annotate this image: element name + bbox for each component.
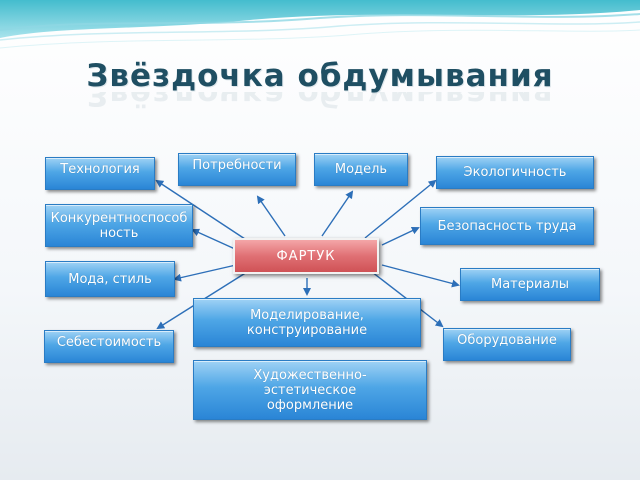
arrow-to-needs <box>256 195 286 237</box>
node-materials: Материалы <box>460 268 600 301</box>
arrow-to-technology <box>155 179 246 240</box>
arrow-to-fashion <box>173 264 237 282</box>
arrow-to-safety <box>381 226 420 246</box>
node-safety: Безопасность труда <box>420 207 594 245</box>
page-title: Звёздочка обдумывания <box>86 58 554 94</box>
node-cost: Себестоимость <box>44 330 174 363</box>
node-fashion: Мода, стиль <box>45 261 175 297</box>
node-model: Модель <box>314 153 408 186</box>
arrow-to-model <box>321 190 354 237</box>
arrow-to-ecology <box>364 179 437 239</box>
node-modeling: Моделирование, конструирование <box>193 298 421 347</box>
node-ecology: Экологичность <box>436 156 594 189</box>
arrow-to-materials <box>381 264 460 288</box>
center-node-apron: ФАРТУК <box>233 238 379 274</box>
node-equipment: Оборудование <box>443 328 571 361</box>
node-artistic: Художественно-эстетическое оформление <box>193 360 427 420</box>
node-competitiveness: Конкурентноспособность <box>45 204 193 247</box>
node-technology: Технология <box>45 157 155 190</box>
header-waves-decoration <box>0 0 640 49</box>
arrow-to-competitiveness <box>191 228 236 250</box>
node-needs: Потребности <box>178 153 296 186</box>
